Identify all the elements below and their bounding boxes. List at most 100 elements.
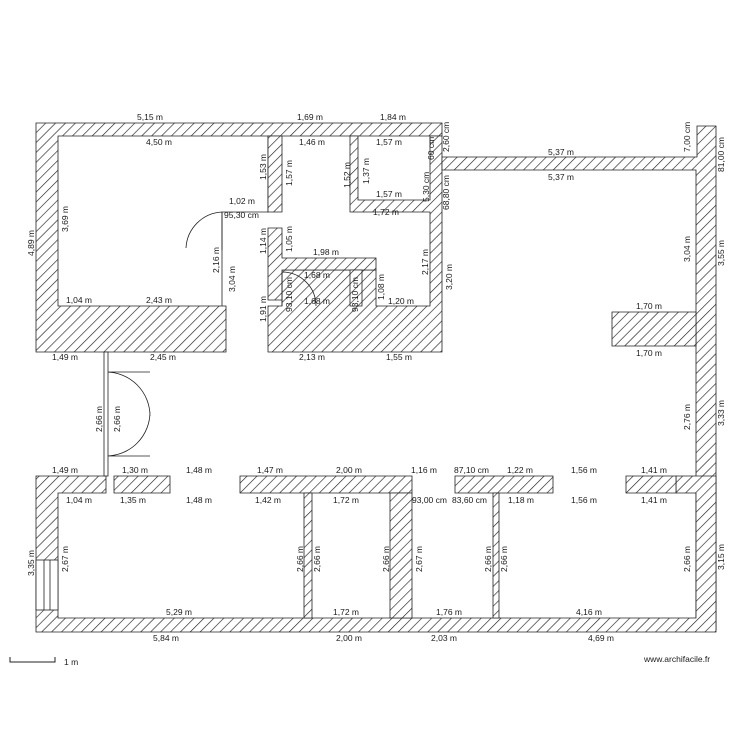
window-left xyxy=(35,559,59,611)
dim-label: 1,72 m xyxy=(333,607,359,617)
dim-label: 5,37 m xyxy=(548,147,574,157)
dim-label: 5,15 m xyxy=(137,112,163,122)
dim-label: 1,68 m xyxy=(304,270,330,280)
scale-bar xyxy=(9,657,56,663)
door-room1 xyxy=(185,211,223,250)
dim-label: 1,57 m xyxy=(376,189,402,199)
dim-label: 1,48 m xyxy=(186,495,212,505)
dim-label: 1,41 m xyxy=(641,465,667,475)
dim-label: 1,72 m xyxy=(333,495,359,505)
dim-label: 1,46 m xyxy=(299,137,325,147)
dim-label: 1,53 m xyxy=(258,154,268,180)
dim-label: 1,76 m xyxy=(436,607,462,617)
dim-label: 1,20 m xyxy=(388,296,414,306)
dim-label: 1,04 m xyxy=(66,295,92,305)
dim-label: 83,60 cm xyxy=(452,495,487,505)
dim-label: 3,15 m xyxy=(716,544,726,570)
dim-label: 3,33 m xyxy=(716,400,726,426)
dim-label: 2,03 m xyxy=(431,633,457,643)
dim-label: 93,10 cm xyxy=(284,277,294,312)
dim-label: 1,22 m xyxy=(507,465,533,475)
dim-label: 1,16 m xyxy=(411,465,437,475)
wall-lower-frame xyxy=(35,475,717,633)
dim-label: 3,20 m xyxy=(444,264,454,290)
dim-label: 1,02 m xyxy=(229,196,255,206)
dim-label: 2,66 m xyxy=(295,546,305,572)
dim-label: 81,00 cm xyxy=(716,137,726,172)
dim-label: 3,69 m xyxy=(60,206,70,232)
dim-label: 1,69 m xyxy=(297,112,323,122)
dim-label: 1,48 m xyxy=(186,465,212,475)
walls xyxy=(35,122,717,633)
dim-label: 2,00 m xyxy=(336,633,362,643)
dim-label: 2,66 m xyxy=(483,546,493,572)
dim-label: 1,08 m xyxy=(376,274,386,300)
dim-label: 7,00 cm xyxy=(682,122,692,152)
dim-label: 1,57 m xyxy=(376,137,402,147)
dim-label: 1,84 m xyxy=(380,112,406,122)
door-closet xyxy=(281,271,317,307)
wall-lower-div-2 xyxy=(389,492,413,619)
wall-right-stub xyxy=(611,311,697,347)
dim-label: 2,66 m xyxy=(312,546,322,572)
dim-label: 2,00 m xyxy=(336,465,362,475)
dim-label: 3,35 m xyxy=(26,550,36,576)
dim-label: 2,45 m xyxy=(150,352,176,362)
scale-label: 1 m xyxy=(64,657,78,667)
dim-label: 1,98 m xyxy=(313,247,339,257)
dim-label: 1,57 m xyxy=(284,160,294,186)
wall-upper-right-divider xyxy=(267,135,443,353)
dim-label: 4,89 m xyxy=(26,230,36,256)
dim-label: 5,29 m xyxy=(166,607,192,617)
dim-label: 2,66 m xyxy=(112,406,122,432)
wall-lower-top-3 xyxy=(454,475,554,494)
wall-lower-top-4 xyxy=(625,475,677,494)
dim-label: 1,47 m xyxy=(257,465,283,475)
dim-label: 4,69 m xyxy=(588,633,614,643)
wall-closet xyxy=(267,227,377,301)
dim-label: 2,13 m xyxy=(299,352,325,362)
dim-label: 1,05 m xyxy=(284,226,294,252)
dim-label: 1,70 m xyxy=(636,301,662,311)
dim-label: 2,43 m xyxy=(146,295,172,305)
dim-label: 68,80 cm xyxy=(441,175,451,210)
dim-label: 5,30 cm xyxy=(421,172,431,202)
dim-label: 1,55 m xyxy=(386,352,412,362)
dim-label: 2,16 m xyxy=(211,247,221,273)
dim-label: 1,04 m xyxy=(66,495,92,505)
dim-label: 1,49 m xyxy=(52,352,78,362)
dim-label: 1,41 m xyxy=(641,495,667,505)
dim-label: 1,18 m xyxy=(508,495,534,505)
dim-label: 1,68 m xyxy=(304,296,330,306)
dim-label: 93,10 cm xyxy=(350,277,360,312)
dim-label: 2,66 m xyxy=(381,546,391,572)
dim-label: 1,30 m xyxy=(122,465,148,475)
wall-lower-div-3 xyxy=(492,492,500,619)
dim-label: 3,04 m xyxy=(227,266,237,292)
dim-label: 2,17 m xyxy=(420,249,430,275)
dim-label: 2,66 m xyxy=(682,546,692,572)
door-double-left xyxy=(105,371,151,457)
dim-label: 1,70 m xyxy=(636,348,662,358)
dim-label: 3,55 m xyxy=(716,240,726,266)
dim-label: 60 cm xyxy=(426,137,436,160)
dim-label: 1,72 m xyxy=(373,207,399,217)
dim-label: 1,14 m xyxy=(258,228,268,254)
dim-label: 4,50 m xyxy=(146,137,172,147)
dim-label: 2,66 m xyxy=(94,406,104,432)
dim-label: 2,67 m xyxy=(60,546,70,572)
dim-label: 1,56 m xyxy=(571,465,597,475)
dim-label: 3,04 m xyxy=(682,236,692,262)
dim-label: 5,37 m xyxy=(548,172,574,182)
doors xyxy=(103,211,317,477)
dim-label: 1,35 m xyxy=(120,495,146,505)
wall-closet-inner xyxy=(349,269,363,307)
wall-lower-top-1 xyxy=(113,475,171,494)
dim-label: 2,60 cm xyxy=(441,122,451,152)
dim-label: 1,37 m xyxy=(361,158,371,184)
watermark-text: www.archifacile.fr xyxy=(643,654,710,664)
dim-label: 1,49 m xyxy=(52,465,78,475)
dim-label: 1,56 m xyxy=(571,495,597,505)
dim-label: 93,00 cm xyxy=(412,495,447,505)
